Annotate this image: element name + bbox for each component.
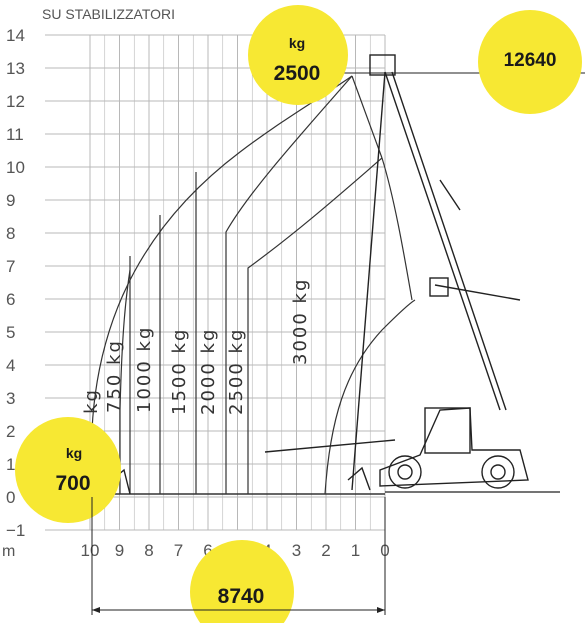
zone-label: 3000 kg xyxy=(290,278,311,365)
envelope-edge xyxy=(381,157,413,301)
zone-label: 2000 kg xyxy=(198,328,219,415)
telehandler-illustration xyxy=(111,54,585,495)
front-wheel xyxy=(388,455,422,489)
max-reach-badge xyxy=(190,540,294,623)
stabilizer xyxy=(347,466,371,491)
y-tick-label: 5 xyxy=(6,323,15,342)
y-tick-label: 13 xyxy=(6,59,25,78)
x-tick-label: 2 xyxy=(321,541,330,560)
max-height-load-unit: kg xyxy=(289,35,305,51)
y-tick-label: 9 xyxy=(6,191,15,210)
y-tick-label: 1 xyxy=(6,455,15,474)
fork-top xyxy=(369,54,396,76)
y-tick-label: 11 xyxy=(6,125,24,144)
envelope-edge xyxy=(351,75,383,159)
x-axis-ticks: m109876543210 xyxy=(2,541,390,560)
boom-extended xyxy=(391,71,507,411)
arrow-left xyxy=(92,607,100,613)
y-tick-label: 0 xyxy=(6,488,15,507)
x-tick-label: 9 xyxy=(115,541,124,560)
y-tick-label: 14 xyxy=(6,26,25,45)
fork-mid xyxy=(429,277,449,297)
cab xyxy=(424,407,471,454)
boom-low xyxy=(264,439,396,453)
max-reach-load-unit: kg xyxy=(66,445,82,461)
max-height-load-value: 2500 xyxy=(274,62,321,85)
max-height-load-badge xyxy=(248,5,348,105)
y-tick-label: 4 xyxy=(6,356,15,375)
front-hub xyxy=(397,464,413,480)
chassis xyxy=(379,407,529,487)
zone-boundary xyxy=(247,157,383,494)
zone-label: 750 kg xyxy=(104,339,125,413)
boom-max xyxy=(351,71,386,491)
arrow-right xyxy=(377,607,385,613)
max-reach-load-value: 700 xyxy=(55,472,90,495)
boom-mid xyxy=(434,284,521,301)
y-tick-label: 8 xyxy=(6,224,15,243)
max-reach-value: 8740 xyxy=(218,585,265,608)
max-height-badge xyxy=(478,10,582,114)
load-envelope xyxy=(91,75,416,495)
x-tick-label: 8 xyxy=(144,541,153,560)
max-height-value: 12640 xyxy=(504,50,557,71)
rear-wheel xyxy=(481,455,515,489)
max-reach-load-badge xyxy=(15,417,121,523)
inner-envelope xyxy=(324,299,416,495)
y-tick-label: 2 xyxy=(6,422,15,441)
x-tick-label: 6 xyxy=(203,541,212,560)
y-tick-label: −1 xyxy=(6,521,25,540)
x-tick-label: 3 xyxy=(292,541,301,560)
x-tick-label: 1 xyxy=(351,541,360,560)
zone-boundary xyxy=(119,269,131,494)
x-tick-label: 10 xyxy=(81,541,100,560)
boom-section xyxy=(439,179,461,211)
value-badges: kg 2500 12640 kg 700 8740 xyxy=(15,5,582,623)
y-tick-label: 10 xyxy=(6,158,25,177)
zone-boundary xyxy=(225,75,353,494)
rear-hub xyxy=(490,464,506,480)
x-axis-unit: m xyxy=(2,543,15,560)
y-tick-label: 7 xyxy=(6,257,15,276)
zone-label: 1000 kg xyxy=(134,326,155,413)
y-tick-label: 6 xyxy=(6,290,15,309)
zone-label: 2500 kg xyxy=(226,328,247,415)
boom-extended xyxy=(384,71,501,411)
x-tick-label: 7 xyxy=(174,541,183,560)
y-tick-label: 12 xyxy=(6,92,25,111)
y-tick-label: 3 xyxy=(6,389,15,408)
zone-label: 1500 kg xyxy=(169,328,190,415)
chart-title: SU STABILIZZATORI xyxy=(42,6,175,22)
